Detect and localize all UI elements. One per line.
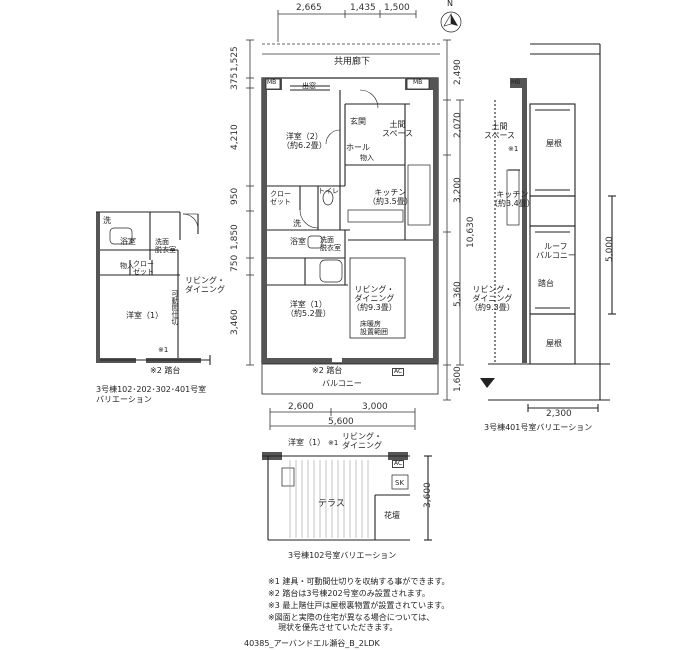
- rv-label-roof-2: 屋根: [546, 339, 562, 348]
- bv-note-1: ※1: [328, 439, 339, 447]
- note-2: ※2 踏台は3号棟202号室のみ設置されます。: [268, 589, 430, 598]
- note-5: 現状を優先させていただきます。: [268, 623, 398, 632]
- label-entrance: 玄関: [350, 117, 366, 126]
- rv-label-mb: MB: [511, 79, 521, 86]
- bv-label-flowerbed: 花壇: [384, 511, 400, 520]
- lv-label-storage: 物入: [120, 262, 134, 270]
- label-bath: 浴室: [290, 237, 306, 246]
- rv-caption: 3号棟401号室バリエーション: [484, 423, 593, 432]
- label-floor-heating: 床暖房 設置範囲: [360, 320, 388, 337]
- dim-right-4: 5,360: [453, 281, 463, 307]
- bv-label-terrace: テラス: [318, 499, 345, 509]
- bv-dim-3600: 3,600: [423, 482, 433, 508]
- label-hall: ホール: [346, 143, 370, 152]
- label-wash: 洗: [293, 219, 301, 228]
- dim-bottom-1: 2,600: [288, 402, 314, 412]
- lv-label-road-step: ※2 踏台: [150, 366, 181, 375]
- dim-bottom-2: 3,000: [362, 402, 388, 412]
- dim-left-6: 750: [230, 254, 240, 272]
- note-3: ※3 最上階住戸は屋根裏物置が設置されています。: [268, 601, 450, 610]
- dim-left-1: 1,525: [230, 46, 240, 72]
- label-corridor: 共用廊下: [334, 57, 371, 67]
- footer-label: 40385_アーバンドエル瀬谷_B_2LDK: [244, 639, 380, 648]
- dim-left-3: 4,210: [230, 124, 240, 150]
- lv-caption: 3号棟102･202･302･401号室 バリエーション: [96, 385, 207, 405]
- ac-tag-main: AC: [392, 368, 405, 376]
- label-mb-right: MB: [413, 79, 423, 86]
- note-4: ※図面と実際の住宅が異なる場合については、: [268, 613, 435, 622]
- dim-total-width: 5,600: [328, 417, 354, 427]
- bv-label-living: リビング・ ダイニング: [342, 432, 382, 451]
- rv-label-kitchen: キッチン （約3.4畳）: [490, 190, 535, 209]
- dim-top-1: 2,665: [296, 3, 322, 13]
- dim-left-7: 3,460: [230, 309, 240, 335]
- lv-label-western-1: 洋室（1）: [126, 311, 164, 320]
- dim-top-2: 1,435: [350, 3, 376, 13]
- rv-dim-2300: 2,300: [546, 409, 572, 419]
- compass-letter: N: [447, 0, 453, 8]
- rv-label-road-step: 踏台: [538, 279, 554, 288]
- dim-right-3: 3,200: [453, 177, 463, 203]
- dim-left-4: 950: [230, 187, 240, 205]
- rv-note: ※1: [508, 145, 519, 153]
- label-closet: クロー ゼット: [270, 190, 291, 207]
- bv-label-sk: SK: [395, 479, 405, 487]
- lv-label-living: リビング・ ダイニング: [185, 276, 225, 295]
- bv-label-western-1: 洋室（1）: [288, 438, 326, 447]
- label-toilet: トイレ: [318, 187, 339, 195]
- rv-label-earth-space: 土間 スペース: [484, 122, 516, 141]
- label-balcony: バルコニー: [322, 379, 362, 388]
- dim-total-height: 10,630: [466, 216, 476, 249]
- lv-label-washroom: 洗面 脱衣室: [155, 238, 176, 255]
- rv-label-roof-balcony: ルーフ バルコニー: [536, 242, 576, 261]
- label-living: リビング・ ダイニング （約9.3畳）: [352, 285, 397, 313]
- terrace-hatch: [289, 460, 369, 538]
- lv-label-partition: 可動間仕切: [171, 290, 179, 325]
- label-earth-space: 土間 スペース: [382, 120, 414, 139]
- label-storage: 物入: [360, 154, 374, 162]
- label-washroom: 洗面 脱衣室: [320, 236, 341, 253]
- label-mb-left: MB: [267, 79, 277, 86]
- bv-caption: 3号棟102号室バリエーション: [288, 551, 397, 560]
- label-western-2: 洋室（2） （約6.2畳）: [282, 132, 327, 151]
- dim-left-5: 1,850: [230, 224, 240, 250]
- bv-ac-tag: AC: [392, 460, 405, 468]
- label-western-1: 洋室（1） （約5.2畳）: [286, 300, 331, 319]
- dim-right-5: 1,600: [453, 366, 463, 392]
- lv-label-bath: 浴室: [120, 237, 136, 246]
- rv-label-roof-1: 屋根: [546, 139, 562, 148]
- label-kitchen: キッチン （約3.5畳）: [368, 188, 413, 207]
- note-1: ※1 建具・可動間仕切りを収納する事ができます。: [268, 577, 450, 586]
- dim-right-2: 2,070: [453, 112, 463, 138]
- lv-note-1: ※1: [158, 346, 169, 354]
- rv-label-living: リビング・ ダイニング （約9.3畳）: [470, 285, 515, 313]
- dim-left-2: 375: [230, 72, 240, 90]
- dim-top-3: 1,500: [384, 3, 410, 13]
- label-window: 出窓: [302, 82, 316, 90]
- dim-right-1: 2,490: [453, 59, 463, 85]
- lv-label-wash: 洗: [103, 216, 111, 225]
- rv-dim-5000: 5,000: [605, 236, 615, 262]
- lv-label-closet: クロー ゼット: [133, 260, 154, 277]
- label-road-step: ※2 踏台: [312, 366, 343, 375]
